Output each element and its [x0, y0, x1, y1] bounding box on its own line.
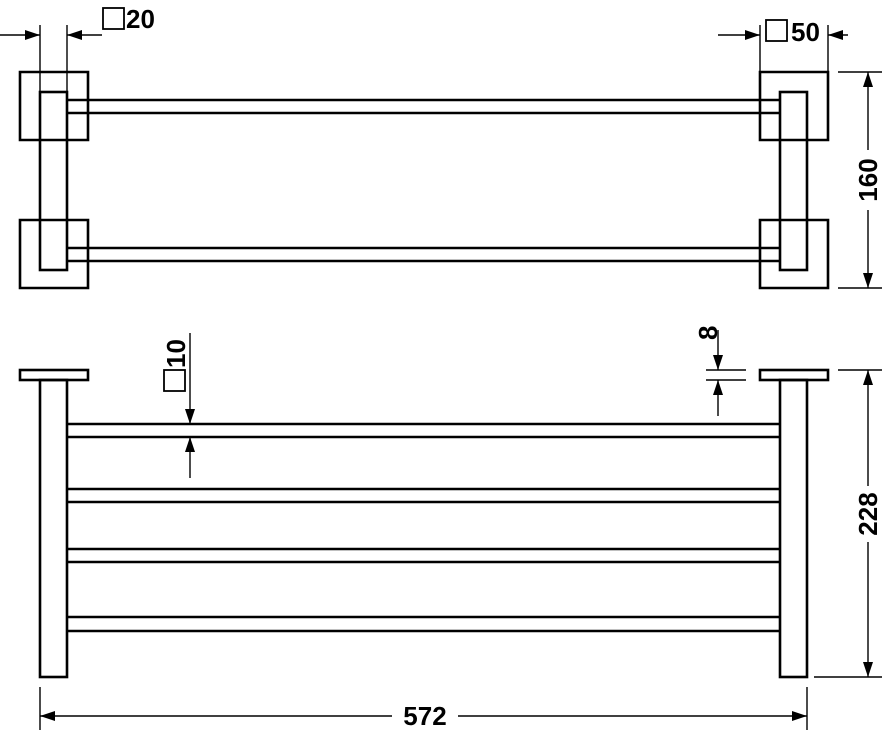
dim-label-height: 228 — [853, 492, 882, 535]
front-left-flange — [18, 368, 90, 382]
top-view — [18, 70, 830, 290]
top-right-plate-lower — [758, 218, 830, 290]
front-rail-3 — [67, 547, 780, 564]
top-rail-upper — [67, 98, 780, 115]
front-right-post — [778, 378, 809, 679]
top-right-post — [778, 90, 809, 272]
front-view — [18, 368, 830, 679]
dim-wall-profile: 20 — [0, 4, 155, 92]
dim-label-wall-profile: 20 — [126, 4, 155, 34]
top-left-plate-upper — [18, 70, 90, 142]
dim-label-mount-square: 50 — [791, 17, 820, 47]
dim-mount-square: 50 — [718, 17, 848, 72]
front-left-post — [38, 378, 69, 679]
front-rail-1 — [67, 422, 780, 439]
top-rail-lower — [67, 246, 780, 263]
dim-length: 572 — [39, 687, 808, 730]
dim-depth: 160 — [838, 71, 882, 289]
dim-label-rail-profile: 10 — [161, 339, 191, 368]
dim-height: 228 — [814, 369, 882, 678]
dim-rail-profile: 10 — [161, 333, 195, 478]
dim-label-depth: 160 — [853, 158, 882, 201]
front-rail-4 — [67, 615, 780, 633]
front-right-flange — [758, 368, 830, 382]
dim-flange-thickness: 8 — [693, 326, 746, 416]
top-right-plate-upper — [758, 70, 830, 142]
top-left-plate-lower — [18, 218, 90, 290]
dim-label-flange-thickness: 8 — [693, 326, 723, 340]
front-rail-2 — [67, 487, 780, 504]
top-left-post — [38, 90, 69, 272]
dim-label-length: 572 — [403, 701, 446, 730]
